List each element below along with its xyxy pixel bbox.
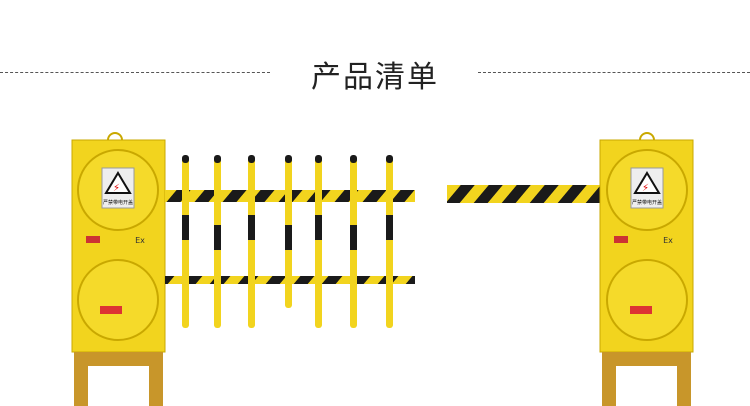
divider-left — [0, 72, 270, 73]
fence-gate — [165, 155, 415, 328]
ex-mark-right: Ex — [663, 236, 673, 245]
svg-text:⚡: ⚡ — [642, 183, 649, 194]
warning-label-right: 严禁带电开盖 — [632, 199, 662, 206]
svg-text:⚡: ⚡ — [113, 183, 120, 194]
divider-right — [478, 72, 750, 73]
page-title: 产品清单 — [311, 60, 439, 95]
ex-mark: Ex — [135, 236, 145, 245]
boom-arm — [447, 185, 600, 203]
barrier-cabinet-right: ⚡ 严禁带电开盖 Ex — [599, 132, 694, 406]
warning-label: 严禁带电开盖 — [103, 199, 133, 206]
barrier-cabinet-left: ⚡ 严禁带电开盖 Ex — [71, 132, 166, 406]
